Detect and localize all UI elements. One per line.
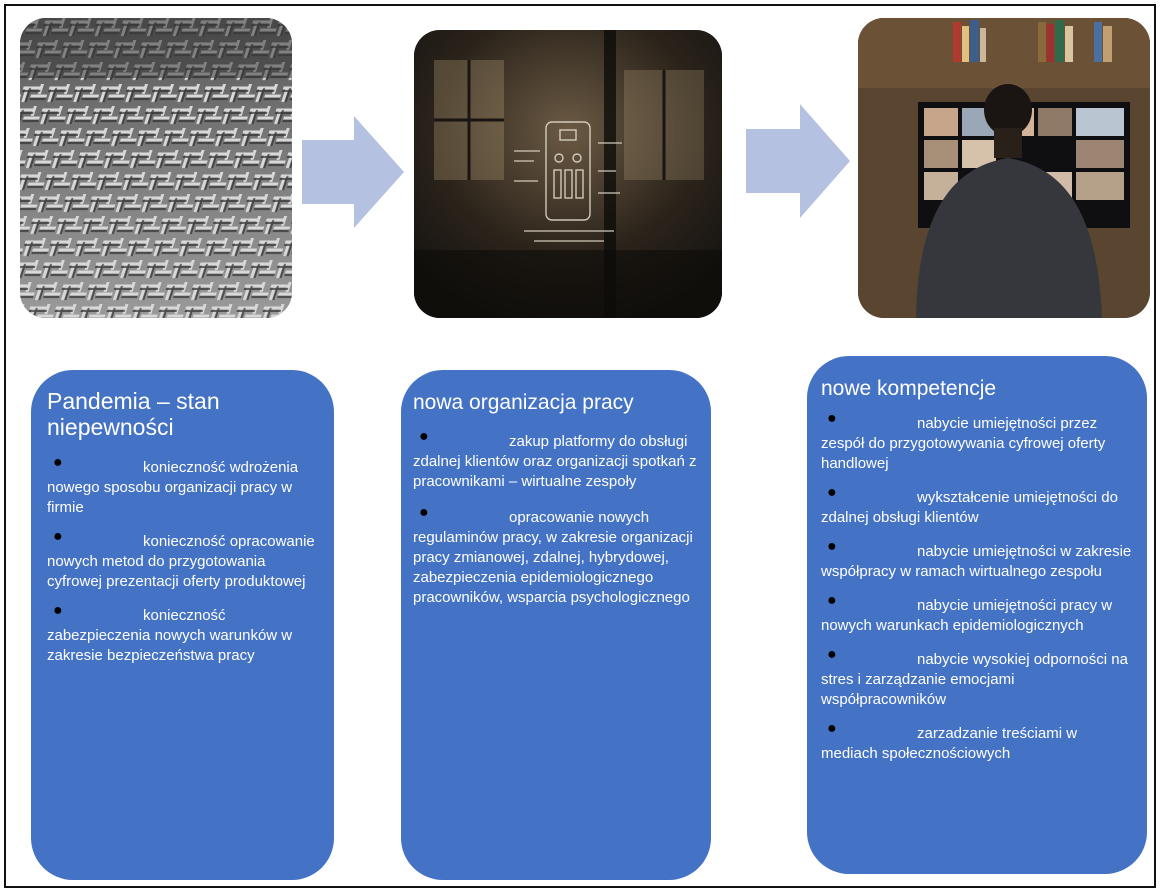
list-item: ●zarzadzanie treściami w mediach społecz…: [821, 720, 1078, 763]
list-item: ●wykształcenie umiejętności do zdalnej o…: [821, 484, 1118, 527]
list-item: ●nabycie umiejętności pracy w nowych war…: [821, 592, 1113, 635]
box-title: nowa organizacja pracy: [413, 391, 634, 414]
new-competencies-box: nowe kompetencje ●nabycie umiejętności p…: [807, 356, 1147, 874]
bullet-icon: ●: [827, 484, 837, 501]
box-title: nowe kompetencje: [821, 377, 997, 400]
bullet-icon: ●: [827, 720, 837, 737]
list-item: ●konieczność wdrożenia nowego sposobu or…: [47, 454, 299, 517]
bullet-icon: ●: [827, 646, 837, 663]
list-item: ●zakup platformy do obsługi zdalnej klie…: [413, 428, 697, 491]
right-arrow-icon: [302, 116, 404, 228]
bullet-icon: ●: [827, 410, 837, 427]
list-item: ●konieczność opracowanie nowych metod do…: [47, 528, 315, 591]
list-item: ●konieczność zabezpieczenia nowych warun…: [47, 602, 293, 665]
list-item: ●nabycie umiejętności przez zespół do pr…: [821, 410, 1106, 473]
new-work-organization-box: nowa organizacja pracy ●zakup platformy …: [401, 370, 711, 880]
video-call-photo: [858, 18, 1150, 318]
bullet-icon: ●: [53, 602, 63, 619]
bullet-list: ●nabycie umiejętności przez zespół do pr…: [821, 410, 1133, 764]
list-item: ●nabycie umiejętności w zakresie współpr…: [821, 538, 1132, 581]
list-item: ●nabycie wysokiej odporności na stres i …: [821, 646, 1128, 709]
pandemic-box: Pandemia – stan niepewności ●konieczność…: [31, 370, 334, 880]
bullet-icon: ●: [53, 528, 63, 545]
bullet-icon: ●: [419, 504, 429, 521]
list-item: ●opracowanie nowych regulaminów pracy, w…: [413, 504, 693, 607]
right-arrow-icon: [746, 104, 850, 218]
bullet-icon: ●: [419, 428, 429, 445]
bullet-icon: ●: [53, 454, 63, 471]
bullet-list: ●konieczność wdrożenia nowego sposobu or…: [47, 454, 320, 666]
bullet-icon: ●: [827, 538, 837, 555]
digital-glass-board-photo: [414, 30, 722, 318]
box-title: Pandemia – stan niepewności: [47, 388, 220, 440]
maze-photo: [20, 18, 292, 318]
bullet-list: ●zakup platformy do obsługi zdalnej klie…: [413, 428, 699, 608]
bullet-icon: ●: [827, 592, 837, 609]
diagram-frame: Pandemia – stan niepewności ●konieczność…: [4, 4, 1156, 888]
